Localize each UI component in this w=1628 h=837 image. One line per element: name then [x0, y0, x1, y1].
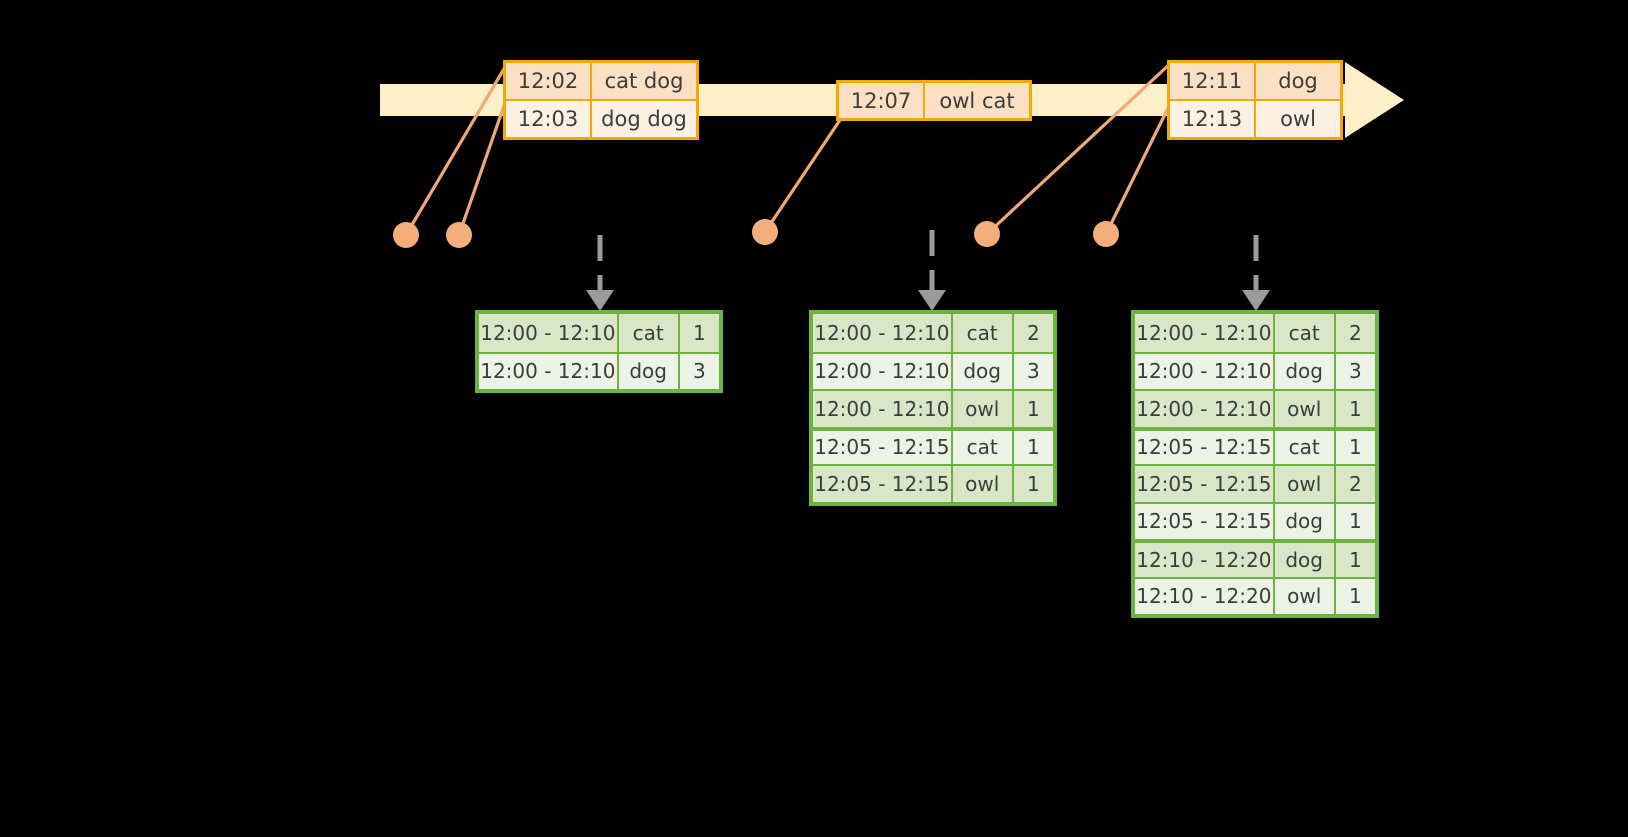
marker-dot-1202 — [393, 222, 419, 248]
dashed-arrow-head-2 — [918, 290, 946, 311]
dashed-arrow-head-3 — [1242, 290, 1270, 311]
word-cell: owl — [1274, 578, 1336, 614]
window-cell: 12:10 - 12:20 — [1135, 578, 1275, 614]
word-cell: owl — [952, 466, 1014, 502]
event-time: 12:13 — [1170, 101, 1256, 137]
word-cell: owl — [1274, 466, 1336, 502]
word-cell: cat — [952, 314, 1014, 352]
word-cell: owl — [952, 391, 1014, 427]
window-cell: 12:00 - 12:10 — [1135, 391, 1275, 427]
event-words: owl — [1256, 101, 1340, 137]
marker-dot-1207 — [752, 219, 778, 245]
word-cell: dog — [1274, 353, 1336, 389]
window-cell: 12:10 - 12:20 — [1135, 543, 1275, 577]
window-cell: 12:00 - 12:10 — [479, 314, 619, 352]
window-cell: 12:05 - 12:15 — [1135, 430, 1275, 464]
window-cell: 12:00 - 12:10 — [1135, 353, 1275, 389]
window-cell: 12:05 - 12:15 — [813, 466, 953, 502]
marker-dot-1213 — [1093, 221, 1119, 247]
count-cell: 3 — [679, 353, 719, 389]
word-cell: cat — [618, 314, 680, 352]
count-cell: 2 — [1013, 314, 1053, 352]
window-cell: 12:05 - 12:15 — [1135, 466, 1275, 502]
marker-dot-1203 — [446, 222, 472, 248]
connector-line-1202 — [404, 60, 510, 237]
window-cell: 12:00 - 12:10 — [479, 353, 619, 389]
event-words: dog dog — [592, 101, 696, 137]
event-time: 12:02 — [506, 63, 592, 99]
count-cell: 3 — [1335, 353, 1375, 389]
word-cell: dog — [1274, 543, 1336, 577]
event-words: dog — [1256, 63, 1340, 99]
window-cell: 12:00 - 12:10 — [813, 353, 953, 389]
word-cell: cat — [952, 430, 1014, 464]
marker-dot-1211 — [974, 221, 1000, 247]
dashed-arrow-head-1 — [586, 290, 614, 311]
count-cell: 3 — [1013, 353, 1053, 389]
count-cell: 1 — [1335, 578, 1375, 614]
word-cell: cat — [1274, 430, 1336, 464]
word-cell: dog — [618, 353, 680, 389]
word-cell: owl — [1274, 391, 1336, 427]
count-cell: 1 — [1335, 543, 1375, 577]
window-cell: 12:05 - 12:15 — [813, 430, 953, 464]
connector-line-1213 — [1104, 98, 1174, 236]
event-time: 12:03 — [506, 101, 592, 137]
event-words: cat dog — [592, 63, 696, 99]
event-words: owl cat — [925, 83, 1029, 118]
connector-line-1207 — [763, 118, 842, 234]
count-cell: 1 — [679, 314, 719, 352]
event-time: 12:11 — [1170, 63, 1256, 99]
count-cell: 1 — [1013, 466, 1053, 502]
word-cell: cat — [1274, 314, 1336, 352]
window-cell: 12:00 - 12:10 — [1135, 314, 1275, 352]
count-cell: 1 — [1013, 391, 1053, 427]
window-cell: 12:00 - 12:10 — [813, 391, 953, 427]
event-time: 12:07 — [839, 83, 925, 118]
count-cell: 1 — [1013, 430, 1053, 464]
window-cell: 12:05 - 12:15 — [1135, 503, 1275, 539]
word-cell: dog — [952, 353, 1014, 389]
count-cell: 1 — [1335, 503, 1375, 539]
count-cell: 2 — [1335, 466, 1375, 502]
count-cell: 2 — [1335, 314, 1375, 352]
count-cell: 1 — [1335, 391, 1375, 427]
count-cell: 1 — [1335, 430, 1375, 464]
connector-line-1203 — [457, 98, 508, 237]
word-cell: dog — [1274, 503, 1336, 539]
window-cell: 12:00 - 12:10 — [813, 314, 953, 352]
